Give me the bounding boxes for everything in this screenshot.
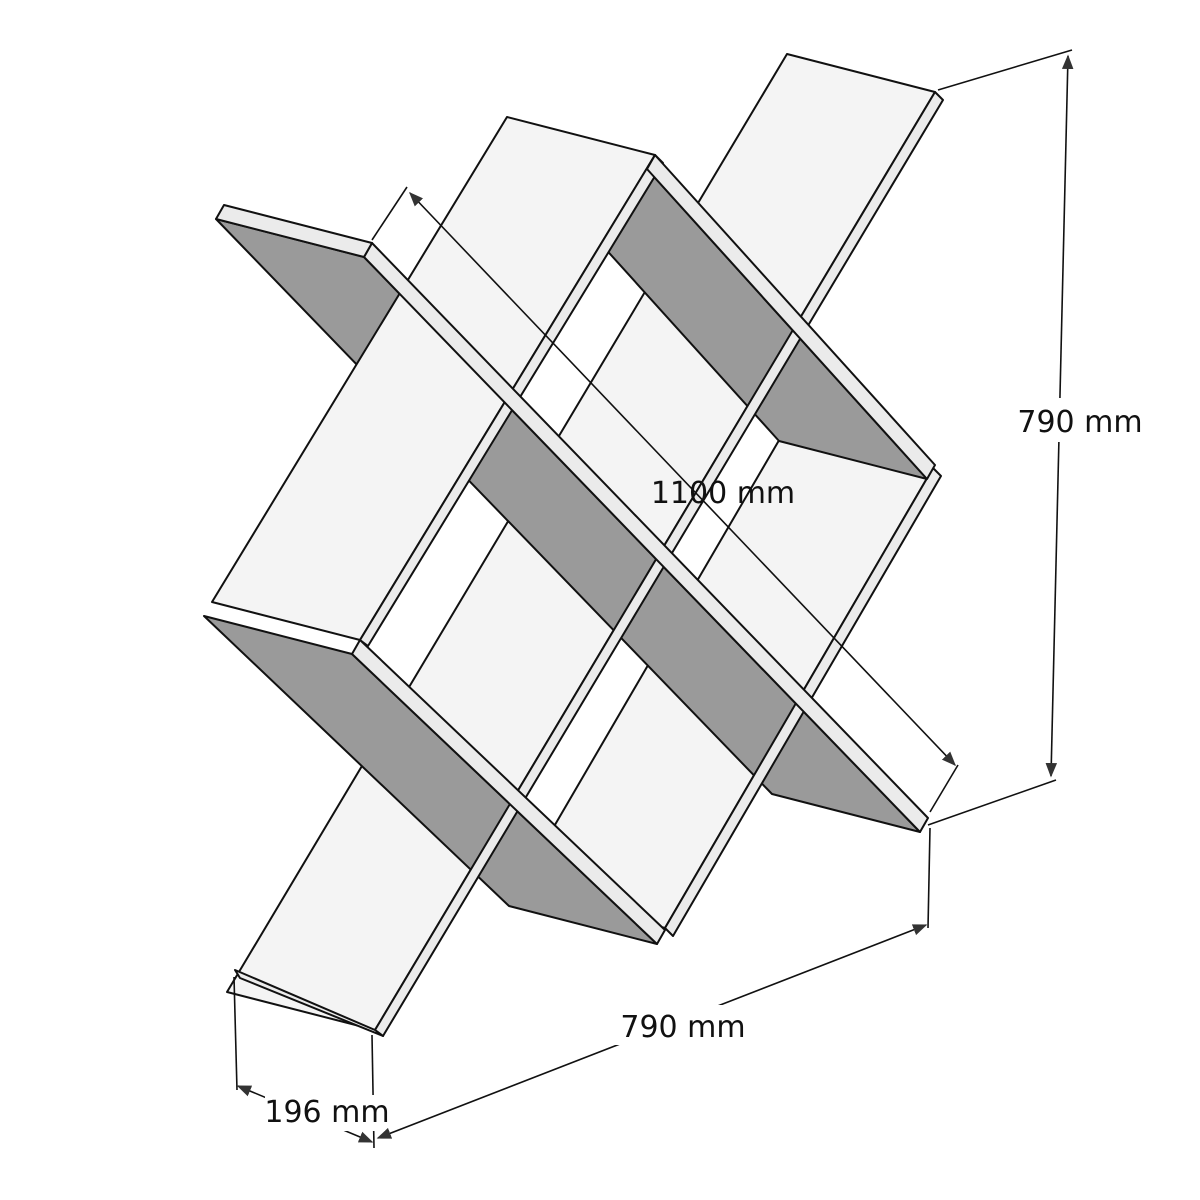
shelf-unit <box>203 53 944 1037</box>
long-descending-shelf-end-cap <box>215 204 373 258</box>
height-dimension-label: 790 mm <box>1017 405 1142 440</box>
width-dimension-label: 790 mm <box>620 1010 745 1045</box>
depth-dimension: 196 mm <box>233 976 390 1149</box>
depth-dimension-label: 196 mm <box>264 1095 389 1130</box>
diagonal-dimension-label: 1100 mm <box>651 476 795 511</box>
width-dimension: 790 mm <box>376 827 931 1139</box>
diagonal-dimension: 1100 mm <box>371 186 959 813</box>
height-dimension: 790 mm <box>927 49 1145 826</box>
